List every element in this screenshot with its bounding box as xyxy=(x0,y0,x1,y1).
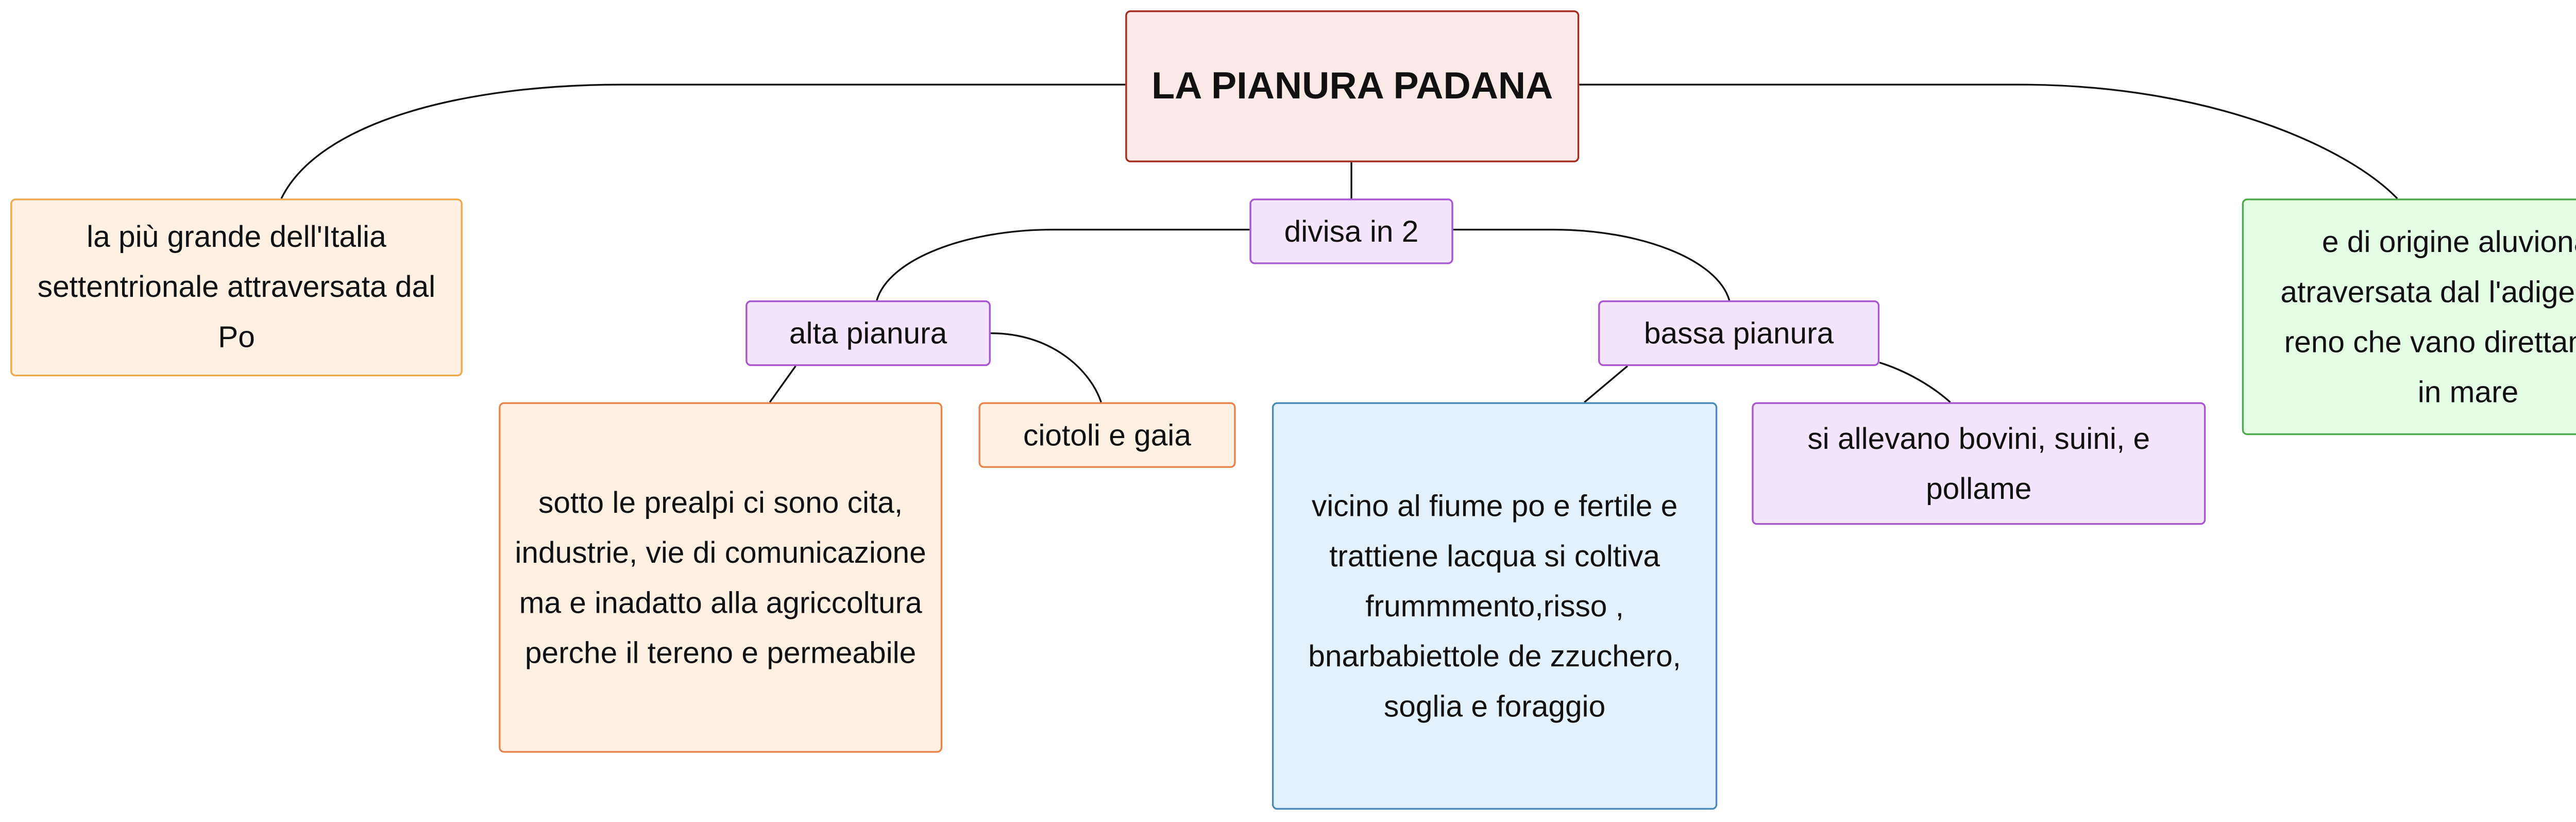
node-allevano[interactable]: si allevano bovini, suini, e pollame xyxy=(1752,402,2206,525)
connector-divisa-alta xyxy=(876,228,1250,301)
node-text: e di origine aluvionale atraversata dal … xyxy=(2280,223,2576,409)
node-divisa[interactable]: divisa in 2 xyxy=(1249,198,1453,264)
root-title: LA PIANURA PADANA xyxy=(1151,63,1553,107)
node-text: alta pianura xyxy=(789,315,947,350)
connector-bassa-vicino xyxy=(1584,365,1629,403)
connector-root-right xyxy=(1579,83,2398,199)
node-text: si allevano bovini, suini, e pollame xyxy=(1807,420,2150,505)
node-sotto-prealpi[interactable]: sotto le prealpi ci sono cita, industrie… xyxy=(499,402,943,753)
node-text: sotto le prealpi ci sono cita, industrie… xyxy=(515,484,926,669)
connector-alta-sotto xyxy=(769,365,796,403)
connector-root-left xyxy=(280,83,1126,199)
connector-bassa-allevano xyxy=(1879,361,1951,403)
root-node[interactable]: LA PIANURA PADANA xyxy=(1125,10,1580,162)
node-vicino-fiume[interactable]: vicino al fiume po e fertile e trattiene… xyxy=(1272,402,1718,810)
connector-alta-ciotoli xyxy=(990,332,1102,403)
node-text: divisa in 2 xyxy=(1284,213,1419,248)
node-bassa-pianura[interactable]: bassa pianura xyxy=(1598,300,1880,366)
connector-divisa-bassa xyxy=(1453,228,1731,301)
node-right-info[interactable]: e di origine aluvionale atraversata dal … xyxy=(2242,198,2576,435)
node-alta-pianura[interactable]: alta pianura xyxy=(745,300,991,366)
node-text: la più grande dell'Italia settentrionale… xyxy=(37,219,436,354)
node-ciotoli[interactable]: ciotoli e gaia xyxy=(978,402,1236,468)
node-text: vicino al fiume po e fertile e trattiene… xyxy=(1308,488,1681,723)
node-text: bassa pianura xyxy=(1643,315,1834,350)
node-left-info[interactable]: la più grande dell'Italia settentrionale… xyxy=(10,198,463,377)
node-text: ciotoli e gaia xyxy=(1023,417,1191,452)
